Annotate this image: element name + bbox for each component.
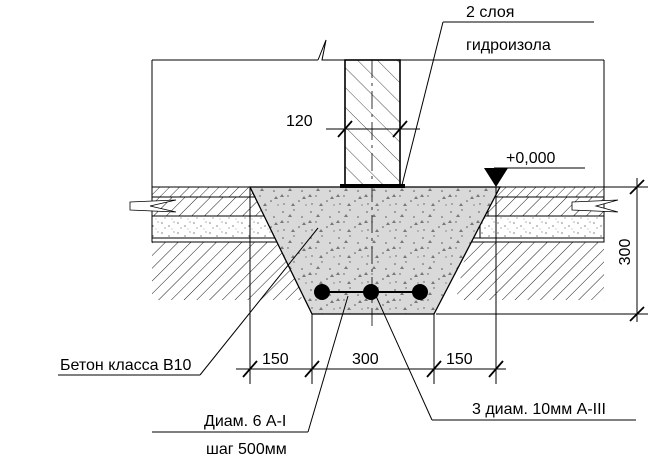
leader-concrete <box>58 227 319 376</box>
dim-left-offset: 150 <box>262 351 289 368</box>
wall <box>344 59 401 188</box>
leader-rebar-dia6 <box>152 295 349 433</box>
level-mark <box>484 167 585 187</box>
label-level-mark: +0,000 <box>506 150 555 167</box>
dim-base-width: 300 <box>352 351 379 368</box>
dim-bottom <box>236 187 506 384</box>
leader-rebar-dia10 <box>375 295 636 421</box>
label-rebar-dia6-line1: Диам. 6 А-I <box>204 413 286 430</box>
floor-layers-left <box>129 186 302 300</box>
label-concrete-class: Бетон класса В10 <box>60 357 192 374</box>
dim-height <box>436 178 648 322</box>
label-waterproofing-line2: гидроизола <box>466 37 551 54</box>
dim-right-offset: 150 <box>446 351 473 368</box>
waterproofing-layer <box>340 184 405 188</box>
rebar-dia10-2 <box>363 284 379 300</box>
dim-wall-thickness <box>326 120 420 138</box>
leader-waterproofing <box>401 21 594 186</box>
section-frame <box>151 39 605 187</box>
dim-height-value: 300 <box>617 239 634 266</box>
label-rebar-dia10: 3 диам. 10мм А-III <box>472 401 606 418</box>
label-wall-thickness: 120 <box>286 113 313 130</box>
rebar-group <box>314 284 428 300</box>
label-rebar-dia6-line2: шаг 500мм <box>206 441 287 458</box>
floor-layers-right <box>456 186 619 300</box>
label-waterproofing-line1: 2 слоя <box>466 4 514 21</box>
rebar-dia10-3 <box>412 284 428 300</box>
rebar-dia10-1 <box>314 284 330 300</box>
